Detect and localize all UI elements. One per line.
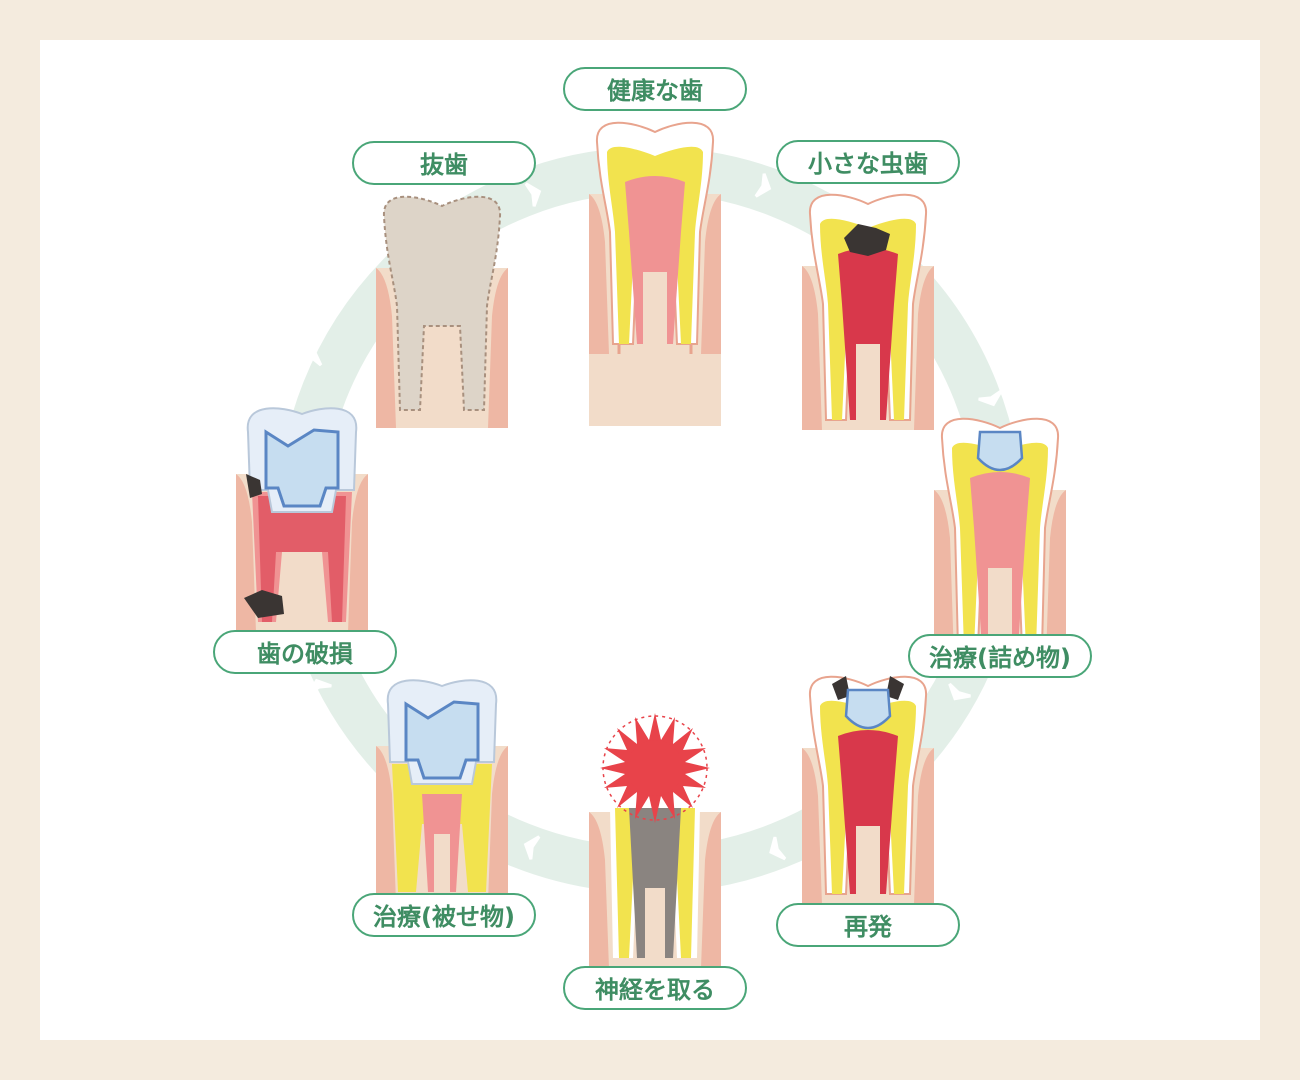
label-healthy: 健康な歯 (563, 67, 747, 111)
cycle-arrows (298, 173, 1003, 861)
label-small-cavity: 小さな虫歯 (776, 140, 960, 184)
crowned-tooth-icon (376, 679, 508, 902)
cycle-arrow (769, 836, 787, 861)
cycle-arrow (754, 173, 772, 198)
label-crown: 治療(被せ物) (352, 893, 536, 937)
cycle-arrow (523, 835, 541, 860)
cycle-arrow (978, 389, 1003, 407)
nerve-pain-tooth-icon (589, 713, 721, 968)
cycle-arrow (948, 682, 971, 701)
pain-burst (600, 713, 710, 823)
label-recurrence: 再発 (776, 903, 960, 947)
cycle-arrow (307, 678, 332, 696)
cycle-arrow (298, 349, 323, 367)
label-fracture: 歯の破損 (213, 630, 397, 674)
label-extraction: 抜歯 (352, 141, 536, 185)
label-nerve-removal: 神経を取る (563, 966, 747, 1010)
broken-tooth-icon (236, 407, 368, 632)
label-filling: 治療(詰め物) (908, 634, 1092, 678)
extracted-tooth-icon (376, 195, 508, 428)
recurrent-decay-tooth-icon (802, 675, 934, 904)
healthy-tooth-icon (589, 121, 721, 426)
cycle-arrow (524, 182, 542, 207)
cavity-tooth-icon (802, 193, 934, 430)
filled-tooth-icon (934, 417, 1066, 658)
